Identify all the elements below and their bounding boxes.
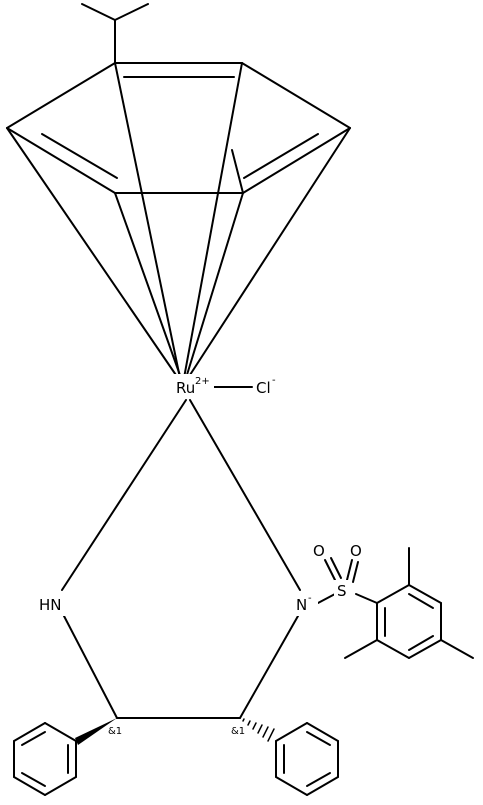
isopropyl-group xyxy=(81,3,149,64)
arene-double-bond-inner xyxy=(41,133,118,179)
mesityl-ring xyxy=(376,584,442,659)
stereo-label: &1 xyxy=(108,726,122,737)
chloride-charge: - xyxy=(272,375,276,386)
arene-methyl-bond xyxy=(231,149,244,194)
amide-nitrogen-label: N xyxy=(296,596,307,614)
amine-label: HN xyxy=(39,596,62,614)
sulfonyl-oxygen-bonds xyxy=(324,557,359,583)
amide-sulfur-bond xyxy=(317,593,336,604)
arene-bond xyxy=(6,127,116,194)
arene-double-bond-inner xyxy=(243,133,319,179)
right-phenyl-ring xyxy=(275,722,339,796)
diamine-backbone xyxy=(63,615,299,719)
arene-bond xyxy=(241,62,351,129)
ruthenium-charge: 2+ xyxy=(195,376,210,387)
wedge-bond xyxy=(75,718,117,745)
stereo-label: &1 xyxy=(231,726,245,737)
arene-ruthenium-coordination xyxy=(6,62,351,379)
isopropyl-methyl-bond xyxy=(81,3,116,21)
coordination-bond xyxy=(114,62,181,379)
oxygen-label: O xyxy=(350,542,362,560)
sulfur-label: S xyxy=(337,582,347,600)
coordination-bond xyxy=(185,192,244,379)
sulfur-aryl-bond xyxy=(355,593,378,604)
hashed-wedge-bond xyxy=(242,718,275,742)
ruthenium-amine-bond xyxy=(61,399,187,591)
amide-charge: - xyxy=(308,593,312,604)
left-phenyl-ring xyxy=(13,722,77,796)
coordination-bond xyxy=(6,127,179,379)
coordination-bond xyxy=(114,192,182,379)
oxygen-label: O xyxy=(313,542,325,560)
amine-carbon-bond xyxy=(63,615,118,719)
isopropyl-methyl-bond xyxy=(114,3,149,21)
coordination-bond xyxy=(187,127,351,379)
ruthenium-amide-bond xyxy=(189,399,301,591)
arene-bond xyxy=(6,62,116,129)
mesityl-methyl-bonds xyxy=(344,547,474,659)
coordination-bond xyxy=(183,62,243,379)
arene-bond xyxy=(242,127,351,194)
chloride-label: Cl xyxy=(256,379,271,397)
arene-ring xyxy=(6,62,351,194)
ruthenium-label: Ru xyxy=(176,379,195,397)
carbon-amide-bond xyxy=(239,615,299,719)
